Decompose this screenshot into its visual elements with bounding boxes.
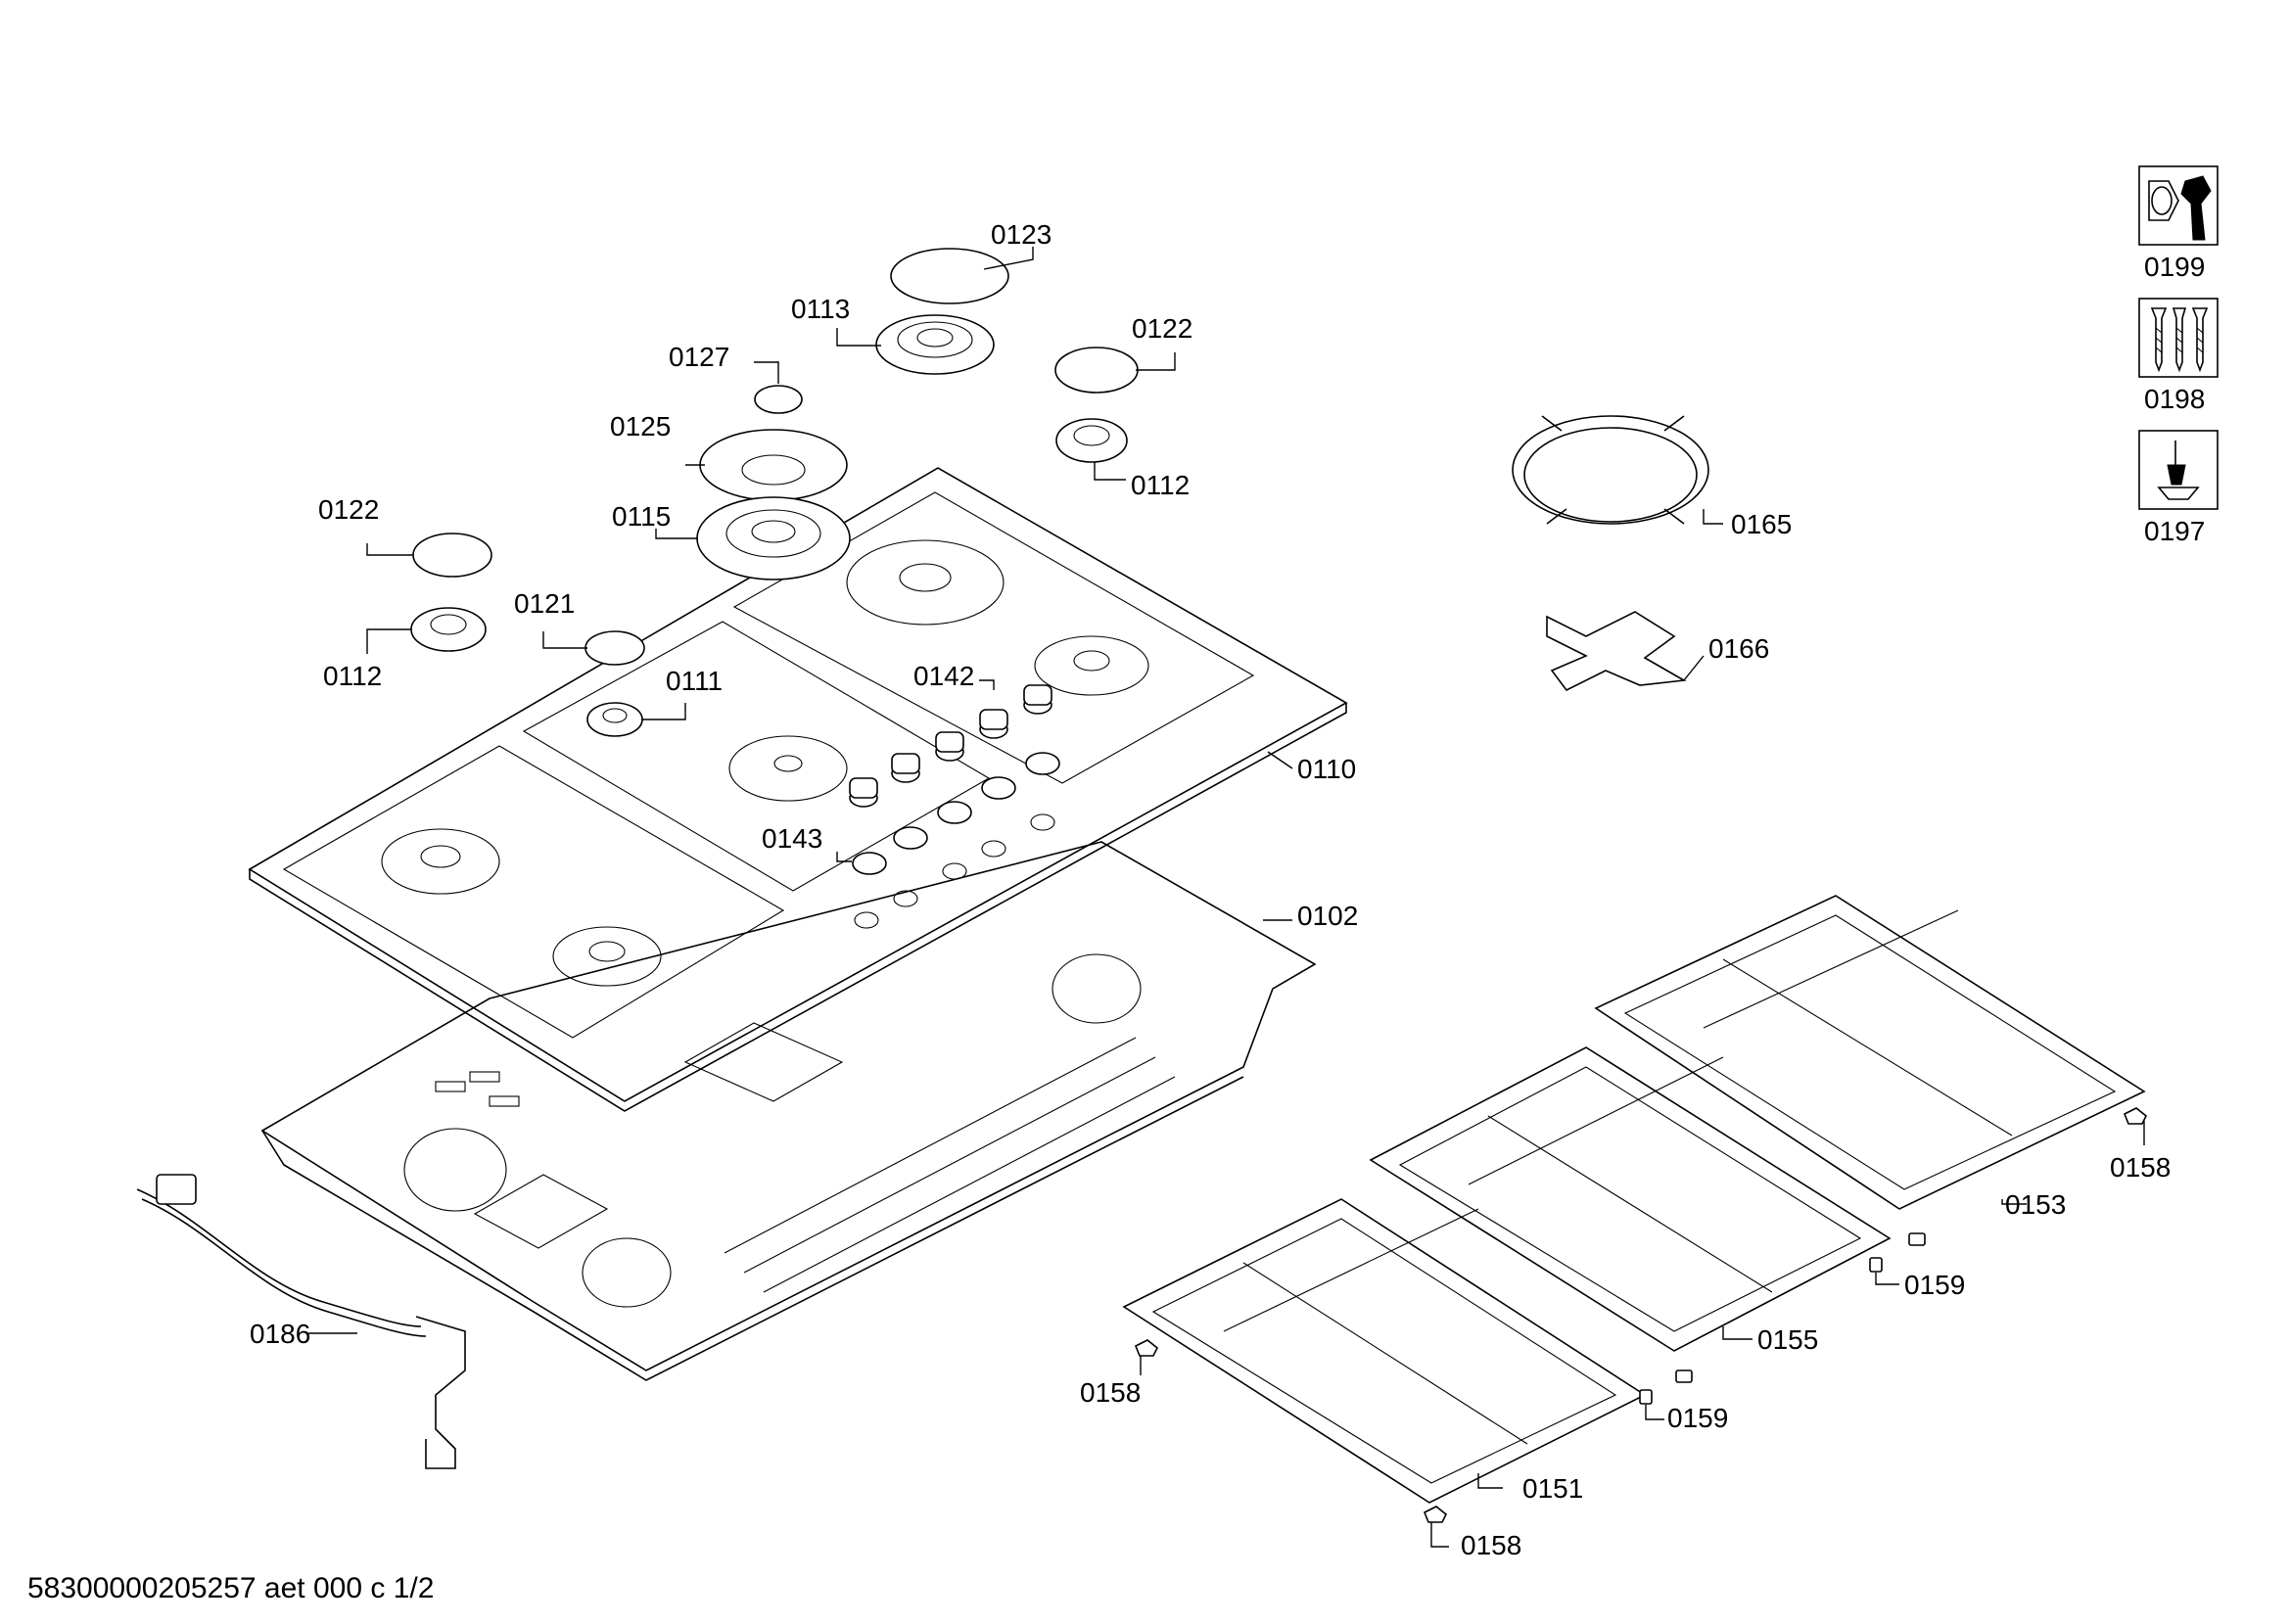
label-0142: 0142	[913, 661, 974, 691]
label-0110: 0110	[1297, 754, 1356, 784]
label-0158-left: 0158	[1080, 1377, 1141, 1408]
label-0122-right: 0122	[1132, 313, 1192, 344]
label-0165: 0165	[1731, 509, 1792, 539]
wok-support-ring[interactable]	[1512, 415, 1709, 525]
label-0127: 0127	[669, 342, 729, 372]
label-0159-left: 0159	[1667, 1403, 1728, 1433]
label-0151: 0151	[1522, 1473, 1583, 1504]
document-id: 58300000205257 aet 000 c 1/2	[27, 1572, 434, 1604]
label-0197: 0197	[2144, 516, 2205, 546]
spacers[interactable]	[1639, 1232, 1926, 1405]
label-0186: 0186	[250, 1319, 310, 1349]
burner-ring-small[interactable]	[586, 702, 643, 737]
label-0158-bottom: 0158	[1461, 1530, 1521, 1560]
wrench-nut-icon[interactable]	[2138, 165, 2219, 246]
control-knobs[interactable]	[849, 684, 1052, 808]
label-0158-right: 0158	[2110, 1152, 2171, 1183]
burner-cap-right[interactable]	[1054, 347, 1139, 394]
burner-ring-large[interactable]	[875, 314, 995, 375]
burner-ring-right[interactable]	[1055, 418, 1128, 463]
label-0199: 0199	[2144, 252, 2205, 282]
screwdriver-icon[interactable]	[2138, 430, 2219, 510]
label-0102: 0102	[1297, 901, 1358, 931]
burner-ring-left[interactable]	[410, 607, 487, 652]
label-0198: 0198	[2144, 384, 2205, 414]
inner-cap-small[interactable]	[754, 385, 803, 414]
wok-cap[interactable]	[699, 429, 848, 501]
callout-labels: 0123 0113 0122 0127 0125 0112 0122 0115 …	[250, 219, 2171, 1560]
pan-support-left[interactable]	[1122, 1198, 1647, 1504]
burner-cap-large[interactable]	[890, 248, 1009, 304]
label-0113: 0113	[791, 294, 850, 324]
label-0153: 0153	[2005, 1189, 2066, 1220]
label-0159-right: 0159	[1904, 1270, 1965, 1300]
knob-bezels[interactable]	[852, 752, 1060, 875]
burner-cap-small[interactable]	[584, 630, 645, 666]
rubber-feet[interactable]	[1134, 1107, 2148, 1523]
label-0122-left: 0122	[318, 494, 379, 525]
label-0143: 0143	[762, 823, 822, 854]
simmer-plate[interactable]	[1546, 611, 1687, 692]
hob-top-plate[interactable]	[248, 467, 1348, 1112]
label-0112-right: 0112	[1131, 470, 1190, 500]
wok-burner[interactable]	[696, 496, 851, 580]
pan-support-middle[interactable]	[1369, 1046, 1892, 1352]
burner-cap-left[interactable]	[412, 533, 492, 578]
label-0115: 0115	[612, 501, 671, 532]
label-0123: 0123	[991, 219, 1052, 250]
label-0121: 0121	[514, 588, 575, 619]
label-0155: 0155	[1757, 1324, 1818, 1355]
label-0111: 0111	[666, 666, 723, 696]
label-0125: 0125	[610, 411, 671, 441]
leader-lines	[308, 247, 2145, 1548]
power-cable[interactable]	[136, 1174, 466, 1469]
screws-icon[interactable]	[2138, 298, 2219, 378]
label-0112-left: 0112	[323, 661, 382, 691]
base-tray[interactable]	[260, 841, 1317, 1381]
label-0166: 0166	[1708, 633, 1769, 664]
pan-support-right[interactable]	[1594, 895, 2146, 1210]
service-icons: 0199 0198 0197	[2138, 165, 2219, 546]
